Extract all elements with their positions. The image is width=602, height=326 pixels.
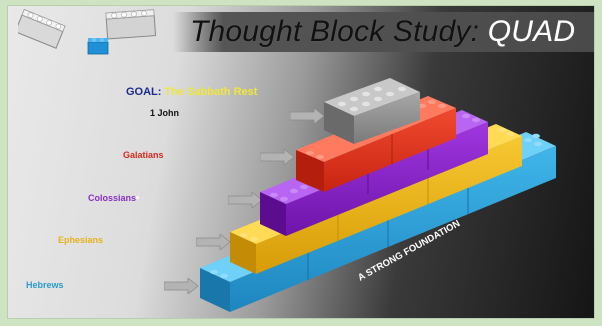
brick-pyramid: A STRONG FOUNDATION [200,78,556,312]
book-label-colossians: Colossians [88,193,137,203]
title-bar [173,12,594,52]
white-brick-icon [105,9,157,40]
arrow-right-icon [228,192,263,208]
arrow-right-icon [260,149,295,165]
sparkle [136,196,139,199]
goal-value: The Sabbath Rest [164,86,258,98]
book-label-ephesians: Ephesians [58,235,104,245]
gray-brick-top [324,78,420,144]
title-accent: QUAD [487,15,576,48]
white-brick-icon [18,9,66,49]
slide-title: Thought Block Study: QUAD [190,14,590,50]
book-label-1-john: 1 John [150,108,180,118]
goal-label: GOAL: [126,86,162,98]
title-main: Thought Block Study: [190,15,488,48]
blue-brick-icon [87,38,109,55]
book-label-galatians: Galatians [123,150,164,160]
slide: Thought Block Study: QUAD GOAL: The Sabb… [8,6,594,318]
lego-bricks-logo-icon [18,9,157,55]
goal: GOAL: The Sabbath Rest [126,86,257,98]
arrow-right-icon [290,108,325,124]
arrow-right-icon [164,278,199,294]
book-label-hebrews: Hebrews [26,280,64,290]
arrow-right-icon [196,234,231,250]
